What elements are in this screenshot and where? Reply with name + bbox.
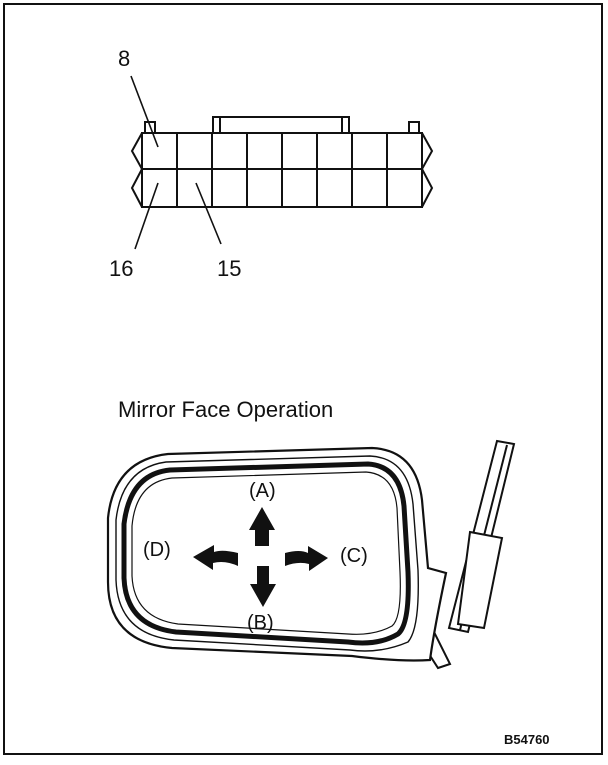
leader-pin-16	[134, 182, 159, 250]
arrow-left-icon	[193, 545, 238, 570]
mirror-housing-rim	[115, 455, 419, 652]
connector-lock-tab	[212, 116, 350, 133]
pin-label-16: 16	[109, 256, 133, 281]
arrow-up-icon	[249, 507, 275, 546]
connector-drawing	[130, 116, 434, 208]
pin-label-15: 15	[217, 256, 241, 281]
connector-post-right	[408, 121, 420, 134]
pin-label-8: 8	[118, 46, 130, 71]
mirror-glass	[121, 461, 411, 646]
arrow-down-icon	[250, 566, 276, 607]
figure-code: B54760	[504, 732, 550, 747]
connector-side-right	[420, 132, 434, 208]
direction-label-c: (C)	[340, 545, 368, 567]
connector-side-left	[130, 132, 144, 208]
direction-arrows	[193, 507, 328, 607]
leader-pin-15	[195, 182, 222, 245]
mirror-drawing	[106, 439, 516, 670]
mirror-glass-inner	[131, 471, 401, 635]
leader-pin-8	[130, 75, 159, 148]
mirror-title: Mirror Face Operation	[118, 397, 333, 422]
direction-label-b: (B)	[247, 612, 274, 634]
direction-label-a: (A)	[249, 480, 276, 502]
frame-border	[3, 3, 603, 755]
pin-leaders	[130, 75, 222, 250]
direction-label-d: (D)	[143, 539, 171, 561]
arrow-right-icon	[285, 546, 328, 571]
mirror-housing	[106, 446, 448, 662]
